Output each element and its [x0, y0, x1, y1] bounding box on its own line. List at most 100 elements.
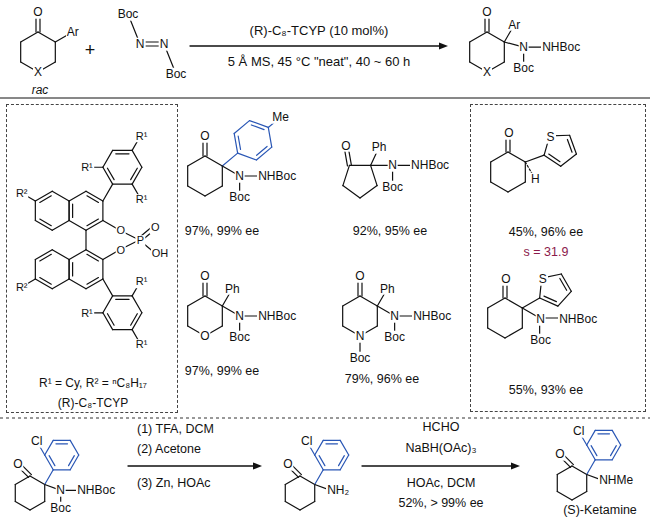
bond-line	[234, 133, 237, 153]
bond-line	[343, 186, 360, 198]
atom-label: NH₂	[326, 484, 350, 497]
bond-line	[56, 443, 68, 444]
bond-line	[222, 306, 223, 326]
bond-line	[256, 147, 271, 160]
atom-label: S	[546, 131, 556, 144]
atom-label: Boc	[165, 68, 188, 81]
bond-line	[611, 446, 617, 456]
atom-label: Boc	[381, 181, 404, 194]
arrow-head	[511, 462, 520, 469]
bond-line	[238, 153, 257, 160]
bond-line	[567, 139, 572, 152]
bond-line	[238, 136, 240, 149]
bond-line	[30, 502, 45, 511]
bond-line	[44, 485, 45, 502]
atom-label: Boc	[49, 502, 72, 515]
racemate-note: rac	[31, 84, 50, 97]
bond-line	[113, 150, 132, 151]
atom-label: Boc	[228, 191, 251, 204]
atom-label: O	[354, 270, 365, 283]
bond-line	[107, 168, 114, 179]
atom-label: Cl	[300, 435, 313, 448]
atom-label: Boc	[512, 62, 535, 75]
atom-label: O	[481, 6, 492, 19]
reaction-condition: 5 Å MS, 45 °C "neat", 40 ~ 60 h	[227, 55, 411, 69]
atom-label: S	[538, 273, 548, 286]
bond-line	[339, 456, 345, 466]
bond-line	[205, 296, 222, 306]
atom-label: O	[115, 225, 126, 237]
bond-line	[319, 456, 325, 466]
reaction-condition: (1) TFA, DCM	[136, 423, 215, 436]
atom-label: R²	[15, 283, 29, 295]
atom-label: R¹	[135, 340, 149, 352]
bond-line	[371, 165, 378, 185]
bond-line	[69, 260, 70, 280]
compound-name: (S)-Ketamine	[562, 504, 638, 517]
bond-line	[612, 430, 621, 445]
atom-label: O	[12, 458, 23, 471]
bond-line	[487, 308, 488, 328]
bond-line	[70, 440, 79, 455]
bond-line	[315, 470, 324, 485]
reaction-arrow	[190, 45, 442, 46]
yield-text: 45%, 96% ee	[508, 226, 584, 239]
yield-text: 92%, 95% ee	[352, 225, 428, 238]
atom-label: O	[199, 330, 210, 343]
bond-line	[113, 184, 132, 185]
atom-label: OH	[151, 248, 170, 260]
bond-line	[102, 260, 103, 280]
bond-line	[87, 278, 98, 285]
atom-label: N	[389, 310, 400, 323]
atom-label: R²	[15, 188, 29, 200]
atom-label: Boc	[117, 8, 140, 21]
bond-line	[595, 430, 612, 431]
bond-line	[591, 446, 597, 456]
atom-label: N	[518, 41, 529, 54]
bond-line	[491, 182, 508, 192]
bond-line	[612, 445, 621, 460]
bond-line	[377, 306, 378, 326]
atom-label: O	[115, 245, 126, 257]
bond-line	[349, 165, 370, 166]
bond-line	[72, 263, 73, 276]
yield-text: 97%, 99% ee	[184, 225, 260, 238]
atom-label: Me	[271, 111, 290, 124]
bond-line	[103, 279, 113, 296]
bond-line	[268, 127, 271, 147]
bond-line	[285, 502, 300, 511]
bond-line	[15, 502, 30, 511]
bond-line	[300, 476, 315, 485]
bond-line	[132, 296, 142, 313]
bond-line	[69, 221, 86, 231]
bond-line	[188, 156, 205, 166]
bond-line	[20, 42, 21, 62]
bond-line	[102, 201, 103, 221]
bond-line	[470, 32, 487, 42]
atom-label: O	[554, 448, 565, 461]
bond-line	[52, 250, 69, 260]
bond-line	[340, 455, 349, 470]
bond-line	[557, 492, 572, 501]
bond-line	[249, 121, 268, 128]
atom-label: NHBoc	[257, 310, 297, 323]
atom-label: O	[199, 130, 210, 143]
atom-label: H	[530, 172, 541, 185]
bond-line	[72, 204, 73, 217]
bond-line	[30, 476, 45, 485]
atom-label: Ar	[507, 18, 521, 31]
atom-label: N	[355, 330, 366, 343]
atom-label: Boc	[529, 334, 552, 347]
bond-line	[586, 475, 587, 492]
bond-line	[52, 279, 69, 289]
bond-line	[87, 254, 98, 261]
bond-line	[343, 296, 360, 306]
yield-text: 79%, 96% ee	[344, 373, 420, 386]
bond-line	[570, 135, 577, 154]
bond-line	[300, 502, 315, 511]
bond-line	[40, 254, 51, 261]
yield-text: 52%, > 99% ee	[397, 497, 484, 510]
bond-line	[234, 121, 249, 134]
bond-line	[40, 196, 51, 203]
